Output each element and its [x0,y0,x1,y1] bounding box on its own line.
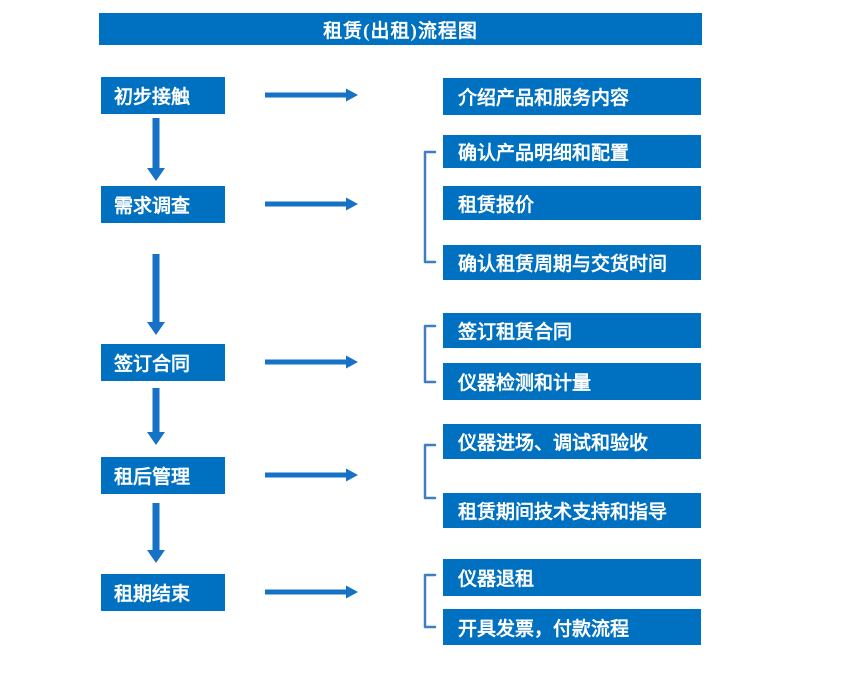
detail-box: 开具发票，付款流程 [443,609,701,645]
flow-arrow-right-1 [265,88,358,102]
stage-box-initial-contact: 初步接触 [101,77,225,114]
detail-box: 租赁期间技术支持和指导 [443,493,701,528]
detail-box: 签订租赁合同 [443,313,701,348]
detail-box: 介绍产品和服务内容 [443,78,701,115]
stage-box-lease-end: 租期结束 [101,574,225,611]
bracket-group-2 [423,150,437,264]
detail-box: 仪器进场、调试和验收 [443,424,701,459]
flow-arrow-down-4 [147,503,165,563]
flow-arrow-down-3 [147,388,165,445]
flow-arrow-right-2 [265,197,358,211]
stage-box-demand-survey: 需求调查 [101,186,225,223]
stage-box-sign-contract: 签订合同 [101,344,225,381]
page-title: 租赁(出租)流程图 [99,13,702,45]
flow-arrow-right-3 [265,355,358,369]
detail-box: 确认租赁周期与交货时间 [443,245,701,280]
flow-arrow-right-5 [265,585,358,599]
bracket-group-5 [423,573,437,629]
bracket-group-3 [423,324,437,384]
flow-arrow-right-4 [265,468,358,482]
detail-box: 租赁报价 [443,186,701,220]
stage-box-post-rental: 租后管理 [101,457,225,494]
detail-box: 确认产品明细和配置 [443,135,701,168]
flow-arrow-down-1 [147,118,165,181]
detail-box: 仪器退租 [443,559,701,596]
bracket-group-4 [423,443,437,500]
detail-box: 仪器检测和计量 [443,363,701,400]
flow-arrow-down-2 [147,254,165,335]
